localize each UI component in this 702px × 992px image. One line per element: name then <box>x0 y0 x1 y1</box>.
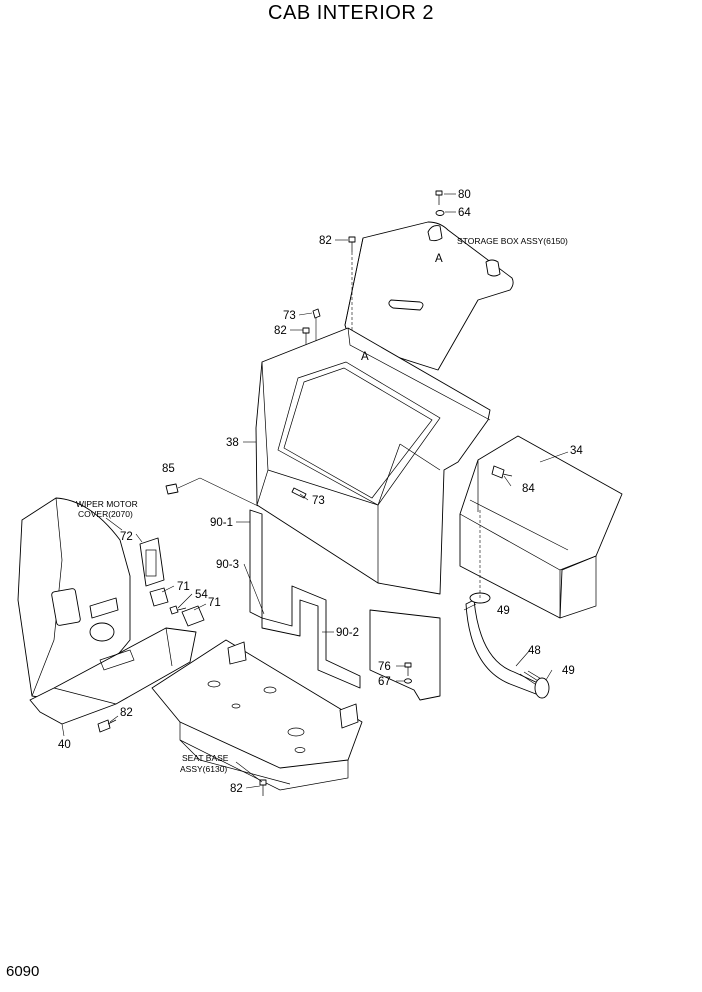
bolt-84 <box>491 465 513 479</box>
callout-71-lower: 71 <box>208 597 221 609</box>
bolt-80 <box>435 190 443 205</box>
callout-82-lower-left: 82 <box>120 707 133 719</box>
switch-72 <box>139 537 165 587</box>
rear-panel-38 <box>255 327 491 595</box>
callout-73-lower: 73 <box>312 495 325 507</box>
storage-box-34 <box>459 435 623 619</box>
bolt-82-upper <box>348 236 356 345</box>
callout-72: 72 <box>120 531 133 543</box>
seat-base-assy <box>151 639 363 791</box>
bolt-76 <box>404 662 412 676</box>
wiper-motor-cover-note-line1: WIPER MOTOR <box>76 499 138 509</box>
bracket-90-1 <box>249 509 263 619</box>
bolt-82-bottom <box>259 779 267 796</box>
reference-a-panel: A <box>361 351 369 363</box>
callout-40: 40 <box>58 739 71 751</box>
page-title: CAB INTERIOR 2 <box>268 2 434 24</box>
bracket-90-2 <box>369 609 441 701</box>
callout-34: 34 <box>570 445 583 457</box>
callout-67: 67 <box>378 676 391 688</box>
bracket-90-3 <box>261 585 361 689</box>
drain-hose-48 <box>465 592 550 699</box>
seat-base-assy-note-line1: SEAT BASE <box>182 753 229 763</box>
callout-38: 38 <box>226 437 239 449</box>
callout-90-1: 90-1 <box>210 517 233 529</box>
storage-box-assy-note: STORAGE BOX ASSY(6150) <box>457 236 568 246</box>
cap-71-lower <box>181 605 205 627</box>
callout-71-upper: 71 <box>177 581 190 593</box>
callout-82-bottom: 82 <box>230 783 243 795</box>
seat-base-assy-note-line2: ASSY(6130) <box>180 764 227 774</box>
callout-49-lower: 49 <box>562 665 575 677</box>
callout-80: 80 <box>458 189 471 201</box>
washer-64 <box>435 210 445 216</box>
storage-box-lid <box>344 221 514 371</box>
bolt-82-lower-left <box>97 719 117 733</box>
callout-82-mid: 82 <box>274 325 287 337</box>
callout-90-2: 90-2 <box>336 627 359 639</box>
callout-73-upper: 73 <box>283 310 296 322</box>
washer-67 <box>404 678 412 684</box>
callout-84: 84 <box>522 483 535 495</box>
callout-49-upper: 49 <box>497 605 510 617</box>
page-number: 6090 <box>6 963 40 980</box>
reference-a-lid: A <box>435 253 443 265</box>
callout-90-3: 90-3 <box>216 559 239 571</box>
cover-40 <box>29 627 197 725</box>
pin-73-lower <box>291 487 307 499</box>
wiper-motor-cover <box>17 497 131 701</box>
callout-82-upper: 82 <box>319 235 332 247</box>
bolt-85 <box>165 477 259 507</box>
callout-64: 64 <box>458 207 471 219</box>
bolt-54 <box>169 605 187 615</box>
callout-76: 76 <box>378 661 391 673</box>
callout-54: 54 <box>195 589 208 601</box>
callout-85: 85 <box>162 463 175 475</box>
wiper-motor-cover-note-line2: COVER(2070) <box>78 509 133 519</box>
leader-lines <box>61 193 569 789</box>
callout-48: 48 <box>528 645 541 657</box>
cap-71-upper <box>149 587 169 607</box>
